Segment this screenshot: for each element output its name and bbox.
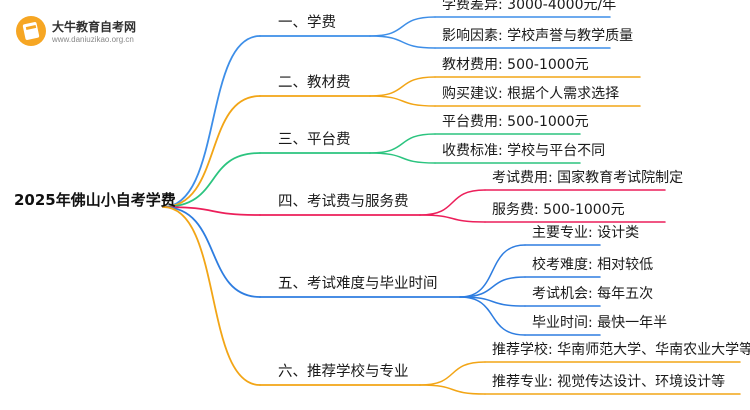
- leaf-node: 收费标准: 学校与平台不同: [442, 143, 606, 159]
- leaf-connector: [369, 133, 436, 154]
- leaf-node: 平台费用: 500-1000元: [442, 114, 589, 130]
- leaf-node: 影响因素: 学校声誉与教学质量: [442, 28, 634, 44]
- branch-node: 三、平台费: [278, 132, 351, 148]
- branch-connector: [162, 206, 261, 298]
- leaf-node: 校考难度: 相对较低: [532, 257, 654, 273]
- branch-connector: [162, 95, 261, 208]
- branch-node: 五、考试难度与毕业时间: [278, 276, 438, 292]
- branch-node: 四、考试费与服务费: [278, 194, 409, 210]
- logo-url: www.daniuzikao.org.cn: [52, 35, 134, 44]
- branch-node: 一、学费: [278, 15, 336, 31]
- leaf-connector: [459, 244, 526, 298]
- leaf-connector: [369, 35, 436, 49]
- leaf-node: 考试费用: 国家教育考试院制定: [492, 170, 684, 186]
- branch-node: 二、教材费: [278, 75, 351, 91]
- leaf-connector: [459, 296, 526, 336]
- leaf-connector: [369, 152, 436, 164]
- branch-connector: [162, 206, 261, 216]
- leaf-connector: [459, 276, 526, 298]
- leaf-connector: [369, 16, 436, 37]
- leaf-node: 教材费用: 500-1000元: [442, 57, 589, 73]
- branch-connector: [162, 152, 261, 208]
- leaf-node: 毕业时间: 最快一年半: [532, 315, 668, 331]
- book-logo-icon: [16, 16, 46, 46]
- leaf-connector: [459, 296, 526, 307]
- root-node: 2025年佛山小自考学费: [14, 191, 176, 209]
- leaf-node: 推荐专业: 视觉传达设计、环境设计等: [492, 374, 726, 390]
- branch-connector: [162, 35, 261, 208]
- leaf-node: 学费差异: 3000-4000元/年: [442, 0, 617, 13]
- leaf-node: 主要专业: 设计类: [532, 225, 640, 241]
- logo-title: 大牛教育自考网: [52, 20, 137, 34]
- site-logo[interactable]: 大牛教育自考网 www.daniuzikao.org.cn: [10, 14, 160, 50]
- leaf-node: 服务费: 500-1000元: [492, 202, 625, 218]
- leaf-connector: [369, 95, 436, 107]
- leaf-node: 推荐学校: 华南师范大学、华南农业大学等: [492, 342, 750, 358]
- leaf-connector: [419, 384, 486, 395]
- branch-connector: [162, 206, 261, 386]
- leaf-connector: [419, 361, 486, 386]
- branch-node: 六、推荐学校与专业: [278, 364, 409, 380]
- leaf-node: 购买建议: 根据个人需求选择: [442, 86, 620, 102]
- leaf-connector: [369, 76, 436, 97]
- leaf-connector: [419, 189, 486, 216]
- leaf-connector: [419, 214, 486, 223]
- leaf-node: 考试机会: 每年五次: [532, 286, 654, 302]
